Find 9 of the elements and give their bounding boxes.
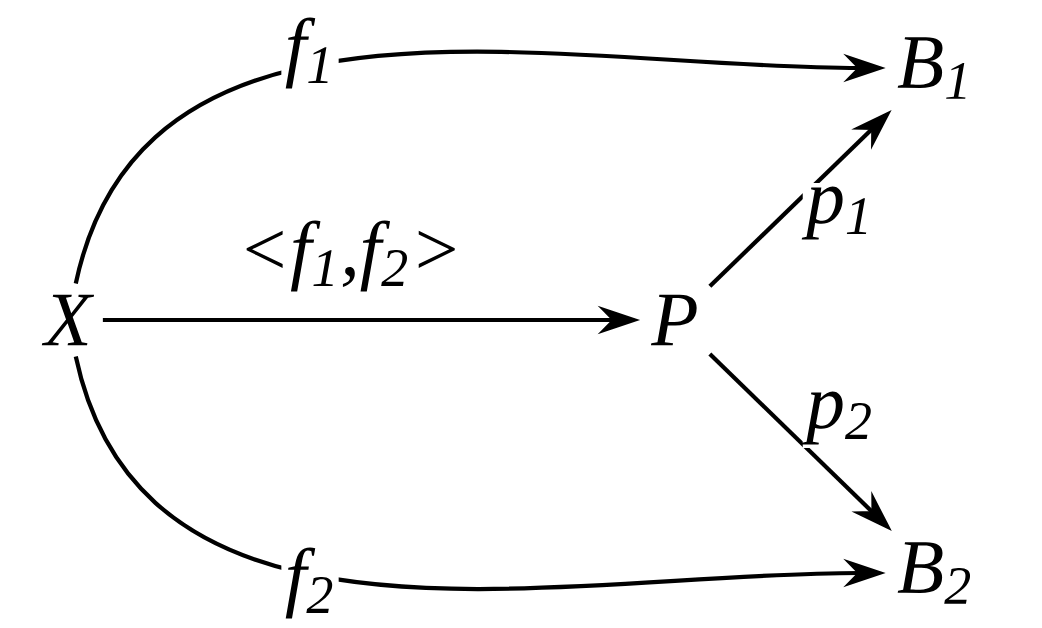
math-symbol: P [650,294,697,346]
edge-label: <f$_{1}$,f$_{2}$> [234,217,466,295]
math-symbol: B$_{2}$ [897,542,971,604]
edge-label: p$_{2}$ [801,388,878,448]
edge-label: p$_{1}$ [801,183,878,243]
math-symbol: X [41,294,95,346]
edge-label: f$_{2}$ [281,544,339,622]
math-symbol: B$_{1}$ [897,37,966,99]
edge-label: f$_{1}$ [281,14,339,92]
